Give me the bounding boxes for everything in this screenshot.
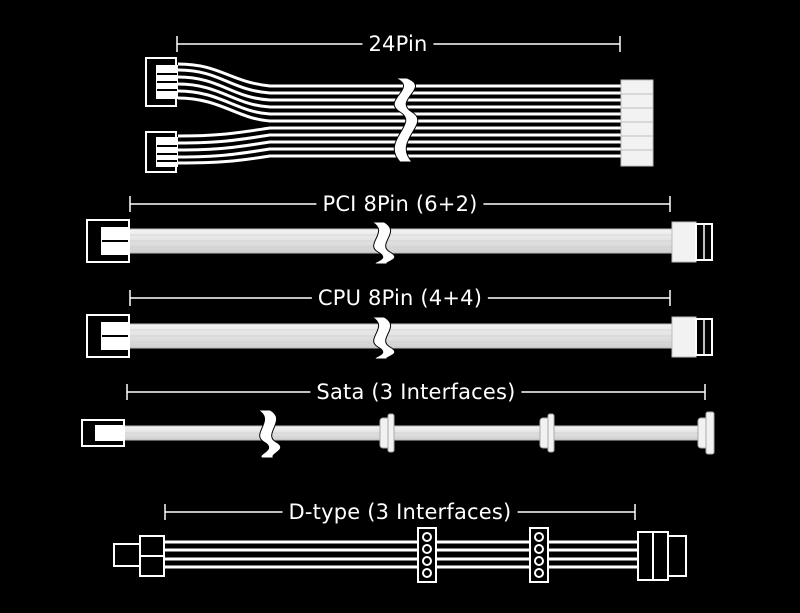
connector-pci-left xyxy=(86,219,130,263)
connector-cpu-left xyxy=(86,314,130,358)
connector-24pin-left-top xyxy=(145,57,178,107)
dtype-wires xyxy=(162,540,640,569)
sata-plug-2 xyxy=(539,413,555,453)
sata-plug-1 xyxy=(379,413,395,453)
label-sata: Sata (3 Interfaces) xyxy=(310,380,522,404)
label-cpu-8pin: CPU 8Pin (4+4) xyxy=(311,286,489,310)
connector-sata-left xyxy=(81,419,125,447)
cable-break-sata xyxy=(256,409,282,459)
molex-plug-1 xyxy=(417,527,437,583)
connector-dtype-left xyxy=(113,535,165,577)
molex-plug-2 xyxy=(529,527,549,583)
wire-bundle-24pin xyxy=(177,62,622,165)
connector-pci-right xyxy=(671,221,713,263)
cable-24pin xyxy=(145,36,654,173)
label-pci-8pin: PCI 8Pin (6+2) xyxy=(316,192,484,216)
connector-cpu-right xyxy=(671,316,713,358)
cable-break-cpu xyxy=(370,316,396,360)
cable-dtype xyxy=(113,504,687,583)
cable-break-pci xyxy=(370,221,396,265)
connector-24pin-right xyxy=(620,79,654,167)
connector-24pin-left-bottom xyxy=(145,131,178,173)
sata-plug-3 xyxy=(697,411,715,455)
label-dtype: D-type (3 Interfaces) xyxy=(282,500,518,524)
connector-dtype-right xyxy=(637,531,687,581)
cable-break-24pin xyxy=(393,77,419,163)
cable-sata xyxy=(81,384,715,459)
label-24pin: 24Pin xyxy=(362,32,434,56)
cable-pci-8pin xyxy=(86,196,713,265)
